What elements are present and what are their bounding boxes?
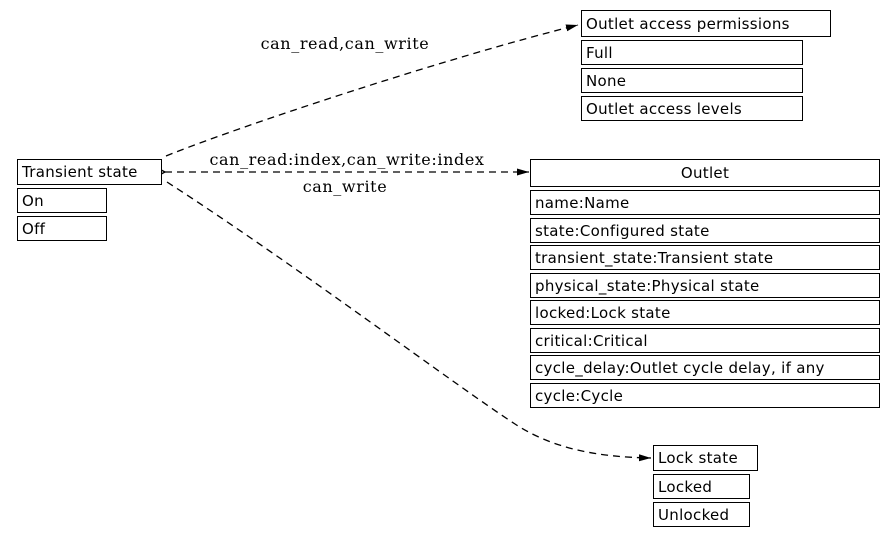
- edge-label-can-write: can_write: [302, 177, 388, 196]
- node-lock-state: Lock state Locked Unlocked: [653, 445, 759, 528]
- node-outlet-access-permissions-header: Outlet access permissions: [581, 10, 831, 37]
- node-transient-state-row-off: Off: [17, 216, 107, 241]
- node-lock-state-row-unlocked: Unlocked: [653, 502, 750, 527]
- node-outlet-row-name: name:Name: [530, 190, 880, 215]
- node-transient-state: Transient state On Off: [17, 159, 163, 242]
- node-outlet-row-critical: critical:Critical: [530, 328, 880, 353]
- node-outlet-access-permissions: Outlet access permissions Full None Outl…: [581, 10, 832, 122]
- node-outlet-access-permissions-row-none: None: [581, 68, 803, 93]
- node-outlet-row-state: state:Configured state: [530, 218, 880, 243]
- edge-label-can-read-index-can-write-index: can_read:index,can_write:index: [209, 150, 485, 169]
- node-outlet-row-cycle-delay: cycle_delay:Outlet cycle delay, if any: [530, 355, 880, 380]
- node-outlet-access-permissions-row-levels: Outlet access levels: [581, 96, 803, 121]
- node-transient-state-row-on: On: [17, 188, 107, 213]
- node-outlet-header: Outlet: [530, 159, 880, 187]
- node-lock-state-header: Lock state: [653, 445, 758, 471]
- node-outlet: Outlet name:Name state:Configured state …: [530, 159, 881, 409]
- edge-label-can-read-can-write: can_read,can_write: [260, 34, 430, 53]
- node-transient-state-header: Transient state: [17, 159, 162, 185]
- node-outlet-row-locked: locked:Lock state: [530, 300, 880, 325]
- node-outlet-access-permissions-row-full: Full: [581, 40, 803, 65]
- node-outlet-row-transient-state: transient_state:Transient state: [530, 245, 880, 270]
- node-outlet-row-physical-state: physical_state:Physical state: [530, 273, 880, 298]
- node-lock-state-row-locked: Locked: [653, 474, 750, 499]
- node-outlet-row-cycle: cycle:Cycle: [530, 383, 880, 408]
